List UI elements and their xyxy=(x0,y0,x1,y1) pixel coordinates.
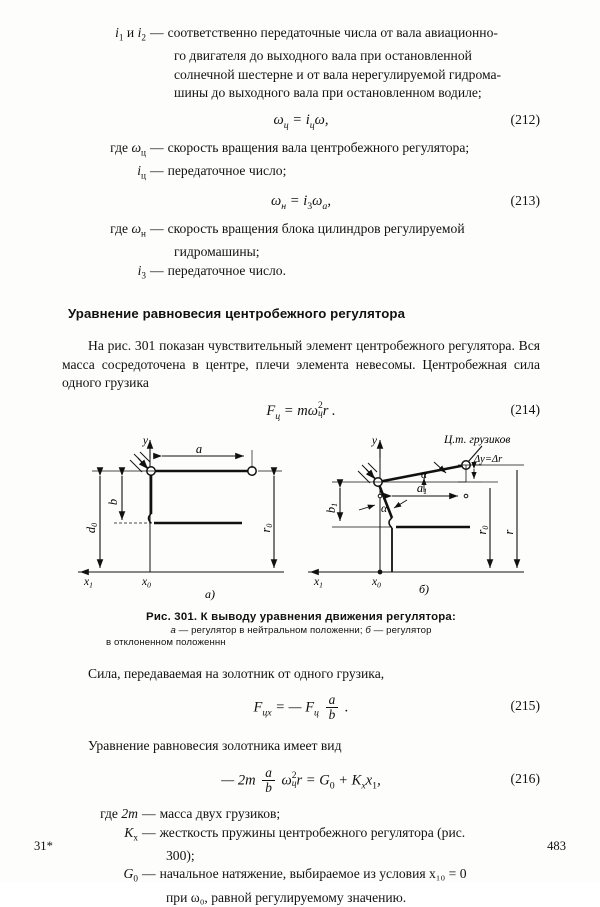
equation-215-body: Fцx = — Fц a b . xyxy=(62,693,540,722)
definition-term: где ωц xyxy=(62,139,146,162)
label-b-dimension: b xyxy=(106,499,120,505)
definition-row: где ωн — скорость вращения блока цилиндр… xyxy=(62,220,540,243)
definition-row: i3 — передаточное число. xyxy=(62,262,540,285)
definition-body: начальное натяжение, выбираемое из услов… xyxy=(160,865,540,884)
panel-b-tag: б) xyxy=(419,582,429,596)
definition-block-216: где 2m — масса двух грузиков; Kx — жестк… xyxy=(62,805,540,907)
definition-dash: — xyxy=(138,865,160,884)
equation-212-number: (212) xyxy=(511,112,540,128)
figure-panel-b: y x1 x0 б) α α a1 b1 r0 r Δy=Δr Ц.т. гру… xyxy=(308,434,524,596)
label-alpha-lower: α xyxy=(381,503,388,515)
definition-body: передаточное число; xyxy=(168,162,540,181)
label-r-dimension: r xyxy=(502,529,516,534)
definition-dash: — xyxy=(138,805,160,824)
document-page: i1 и i2 — соответственно передаточные чи… xyxy=(0,0,600,882)
label-r0-dimension-b: r0 xyxy=(475,525,490,534)
equation-214-number: (214) xyxy=(511,402,540,418)
definition-body: передаточное число. xyxy=(168,262,540,281)
text-force-line: Сила, передаваемая на золотник от одного… xyxy=(62,665,540,684)
definition-term: G0 xyxy=(62,865,138,888)
figure-301: y x1 x0 a b d0 r0 а) xyxy=(62,432,540,649)
definition-dash: — xyxy=(146,162,168,181)
definition-lead: где xyxy=(110,140,128,155)
label-y-axis-b: y xyxy=(371,435,378,447)
label-delta-y-delta-r: Δy=Δr xyxy=(473,454,503,465)
equation-213-body: ωн = i3ωа, xyxy=(62,193,540,212)
definition-block-213: где ωн — скорость вращения блока цилиндр… xyxy=(62,220,540,285)
definition-row: iц — передаточное число; xyxy=(62,162,540,185)
label-center-of-mass: Ц.т. грузиков xyxy=(443,434,510,446)
definition-term: где 2m xyxy=(62,805,138,824)
equation-215: Fцx = — Fц a b . (215) xyxy=(62,693,540,723)
label-x0-a: x0 xyxy=(141,576,151,589)
definition-body: скорость вращения блока цилиндров регули… xyxy=(168,220,540,239)
page-number: 483 xyxy=(547,839,566,854)
label-alpha-upper: α xyxy=(421,469,428,481)
figure-caption-main: Рис. 301. К выводу уравнения движения ре… xyxy=(62,611,540,623)
definition-dash: — xyxy=(146,139,168,158)
equation-212-body: ωц = iцω, xyxy=(62,112,540,131)
definition-lead: где xyxy=(100,806,118,821)
label-d0-dimension: d0 xyxy=(84,523,99,533)
definition-continuation-3: шины до выходного вала при остановленном… xyxy=(62,84,540,103)
definition-body: масса двух грузиков; xyxy=(160,805,540,824)
definition-continuation-1: го двигателя до выходного вала при остан… xyxy=(62,47,540,66)
definition-dash: — xyxy=(146,220,168,239)
equation-212: ωц = iцω, (212) xyxy=(62,112,540,134)
label-a-dimension: a xyxy=(196,442,202,456)
definition-term: i1 и i2 xyxy=(62,24,146,47)
definition-row: G0 — начальное натяжение, выбираемое из … xyxy=(62,865,540,888)
figure-panel-a: y x1 x0 a b d0 r0 а) xyxy=(78,435,284,601)
fraction-a-over-b-216: a b xyxy=(262,766,275,795)
equation-213: ωн = i3ωа, (213) xyxy=(62,193,540,215)
definition-block-i1-i2: i1 и i2 — соответственно передаточные чи… xyxy=(62,24,540,103)
equation-216-number: (216) xyxy=(511,771,540,787)
section-paragraph: На рис. 301 показан чувствительный элеме… xyxy=(62,337,540,393)
definition-continuation-2: солнечной шестерне и от вала нерегулируе… xyxy=(62,66,540,85)
definition-body: скорость вращения вала центробежного рег… xyxy=(168,139,540,158)
equation-215-number: (215) xyxy=(511,698,540,714)
label-b1-dimension: b1 xyxy=(324,503,339,513)
section-heading: Уравнение равновесия центробежного регул… xyxy=(62,306,540,321)
text-balance-line: Уравнение равновесия золотника имеет вид xyxy=(62,737,540,756)
definition-term: где ωн xyxy=(62,220,146,243)
panel-a-tag: а) xyxy=(205,587,215,601)
definition-term: iц xyxy=(62,162,146,185)
definition-term: i3 xyxy=(62,262,146,285)
label-x1-b: x1 xyxy=(313,576,323,589)
definition-continuation: гидромашины; xyxy=(62,243,540,262)
caption-panel-a-text: — регулятор в нейтральном положенни; xyxy=(176,625,366,636)
label-r0-dimension-a: r0 xyxy=(259,523,274,532)
fraction-a-over-b: a b xyxy=(326,693,339,722)
signature-mark: 31* xyxy=(34,839,53,854)
equation-213-number: (213) xyxy=(511,193,540,209)
definition-row: где 2m — масса двух грузиков; xyxy=(62,805,540,824)
definition-row: где ωц — скорость вращения вала центробе… xyxy=(62,139,540,162)
page-content: i1 и i2 — соответственно передаточные чи… xyxy=(62,24,540,907)
definition-row: i1 и i2 — соответственно передаточные чи… xyxy=(62,24,540,47)
definition-body: соответственно передаточные числа от вал… xyxy=(168,24,540,43)
definition-dash: — xyxy=(146,262,168,281)
definition-lead: где xyxy=(110,221,128,236)
figure-301-drawing: y x1 x0 a b d0 r0 а) xyxy=(62,432,540,604)
definition-dash: — xyxy=(146,24,168,43)
label-x1-a: x1 xyxy=(83,576,93,589)
label-a1-dimension: a1 xyxy=(417,481,427,496)
page-footer: 31* 483 xyxy=(34,839,566,854)
definition-block-212: где ωц — скорость вращения вала центробе… xyxy=(62,139,540,185)
definition-continuation: при ω₀, равной регулируемому значению. xyxy=(62,889,540,907)
label-x0-b: x0 xyxy=(371,576,381,589)
label-y-axis-a: y xyxy=(142,435,149,447)
caption-panel-b-text: — регулятор xyxy=(371,625,432,636)
figure-caption-sub-line2: в отклоненном положеннн xyxy=(62,637,540,649)
figure-caption-sub-line1: а — регулятор в нейтральном положенни; б… xyxy=(62,625,540,637)
